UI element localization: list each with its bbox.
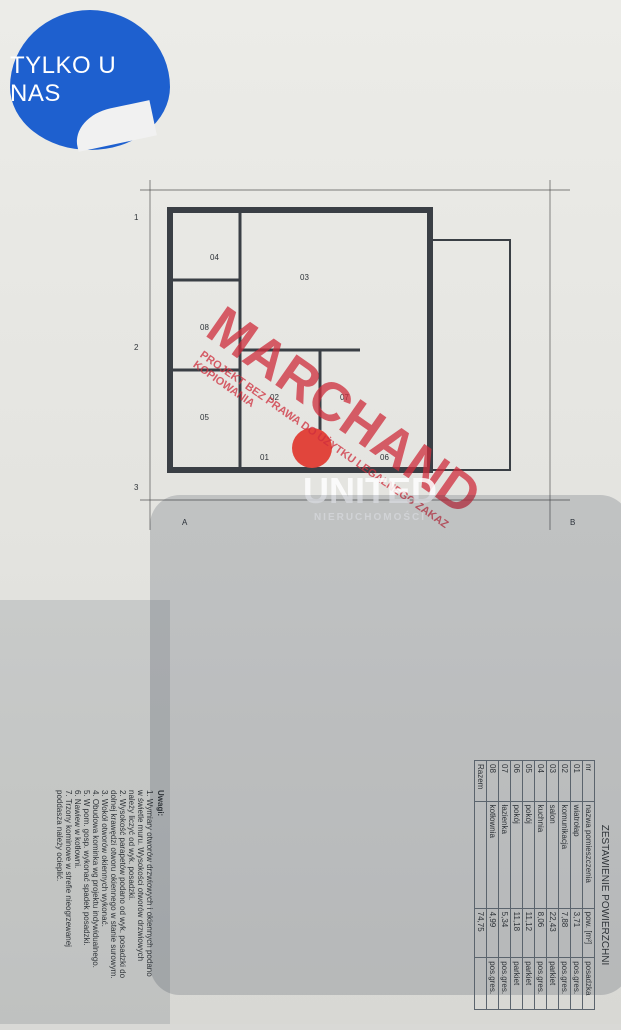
- shadow-left: [0, 600, 170, 1024]
- floor-plan-svg: 04 03 08 05 02 07 06 01 A B 1 2 3: [134, 180, 575, 530]
- room-label-05: 05: [200, 413, 209, 422]
- cell: 08: [486, 760, 499, 802]
- cell: 07: [498, 760, 511, 802]
- cell: pokój: [510, 801, 523, 909]
- table-row: 06 pokój 11,18 parkiet: [510, 760, 523, 1010]
- table-row: 01 wiatrołap 3,71 pos.gres.: [570, 760, 583, 1010]
- note-item: 5. W pom. gosp. wykonać spadek posadzki.: [82, 790, 91, 946]
- cell: 04: [534, 760, 547, 802]
- cell: pos.gres.: [498, 957, 511, 1010]
- room-label-03: 03: [300, 273, 309, 282]
- cell: parkiet: [546, 957, 559, 1010]
- badge-text: TYLKO U NAS: [10, 52, 117, 107]
- cell: wiatrołap: [570, 801, 583, 909]
- note-item: 2. Wysokość parapetów podano od wyk. pos…: [109, 790, 127, 979]
- table-row: 02 komunikacja 7,88 pos.gres.: [558, 760, 571, 1010]
- table-row: 05 pokój 11,12 parkiet: [522, 760, 535, 1010]
- red-marker-dot: [292, 428, 332, 468]
- room-label-01: 01: [260, 453, 269, 462]
- united-text: UNITED: [303, 470, 437, 511]
- cell: 5,34: [498, 908, 511, 958]
- room-label-02: 02: [270, 393, 279, 402]
- cell: 11,12: [522, 908, 535, 958]
- shadow-large: [150, 495, 621, 995]
- area-summary-table: ZESTAWIENIE POWIERZCHNI nr nazwa pomiesz…: [346, 760, 610, 1030]
- terrace-outline: [429, 239, 511, 471]
- cell: kotłownia: [486, 801, 499, 909]
- cell: parkiet: [522, 957, 535, 1010]
- note-item: 3. Wokół otworów okiennych wykonać.: [100, 790, 109, 927]
- table-row: 07 łazienka 5,34 pos.gres.: [498, 760, 511, 1010]
- table-header-row: nr nazwa pomieszczenia pow. [m²] posadzk…: [582, 760, 595, 1010]
- cell: 02: [558, 760, 571, 802]
- axis-label-3: 3: [134, 483, 139, 492]
- united-watermark: UNITED NIERUCHOMOŚCI: [300, 470, 440, 523]
- header-name: nazwa pomieszczenia: [582, 801, 595, 909]
- cell: pos.gres.: [570, 957, 583, 1010]
- area-table: nr nazwa pomieszczenia pow. [m²] posadzk…: [474, 760, 595, 1010]
- cell: 7,88: [558, 908, 571, 958]
- cell: kuchnia: [534, 801, 547, 909]
- total-label: Razem: [474, 760, 487, 802]
- table-total-row: Razem 74,75: [474, 760, 487, 1010]
- table-row: 03 salon 22,43 parkiet: [546, 760, 559, 1010]
- header-area: pow. [m²]: [582, 908, 595, 958]
- cell: 22,43: [546, 908, 559, 958]
- note-item: 1. Wymiary otworów drzwiowych i okiennyc…: [127, 790, 154, 977]
- room-label-06: 06: [380, 453, 389, 462]
- note-item: 6. Nawiew w kotłowni.: [73, 790, 82, 869]
- cell: 03: [546, 760, 559, 802]
- header-nr: nr: [582, 760, 595, 802]
- total-value: 74,75: [474, 908, 487, 958]
- cell: 4,99: [486, 908, 499, 958]
- table-row: 04 kuchnia 8,06 pos.gres.: [534, 760, 547, 1010]
- table-row: 08 kotłownia 4,99 pos.gres.: [486, 760, 499, 1010]
- axis-label-b: B: [570, 518, 575, 527]
- table-title: ZESTAWIENIE POWIERZCHNI: [599, 824, 610, 966]
- cell: pos.gres.: [486, 957, 499, 1010]
- notes-header: Uwagi:: [156, 790, 165, 817]
- axis-label-1: 1: [134, 213, 139, 222]
- cell: salon: [546, 801, 559, 909]
- note-item: 4. Obudowa kominka wg projektu indywidua…: [91, 790, 100, 968]
- tylko-u-nas-badge: TYLKO U NAS: [10, 10, 170, 152]
- cell: 06: [510, 760, 523, 802]
- cell: 11,18: [510, 908, 523, 958]
- cell: pos.gres.: [534, 957, 547, 1010]
- axis-label-2: 2: [134, 343, 139, 352]
- total-spacer: [474, 801, 487, 909]
- total-spacer-2: [474, 957, 487, 1010]
- cell: pokój: [522, 801, 535, 909]
- note-item: 7. Trzony kominowe w strefie nieogrzewan…: [55, 790, 73, 947]
- header-floor: posadzka: [582, 957, 595, 1010]
- room-label-07: 07: [340, 393, 349, 402]
- axis-label-a: A: [182, 518, 188, 527]
- united-sub: NIERUCHOMOŚCI: [313, 512, 427, 523]
- cell: łazienka: [498, 801, 511, 909]
- cell: pos.gres.: [558, 957, 571, 1010]
- cell: 01: [570, 760, 583, 802]
- cell: 05: [522, 760, 535, 802]
- cell: 3,71: [570, 908, 583, 958]
- floor-plan: 04 03 08 05 02 07 06 01 A B 1 2 3: [130, 170, 580, 540]
- notes-block: Uwagi: 1. Wymiary otworów drzwiowych i o…: [55, 790, 165, 980]
- room-label-08: 08: [200, 323, 209, 332]
- room-label-04: 04: [210, 253, 219, 262]
- cell: 8,06: [534, 908, 547, 958]
- cell: komunikacja: [558, 801, 571, 909]
- cell: parkiet: [510, 957, 523, 1010]
